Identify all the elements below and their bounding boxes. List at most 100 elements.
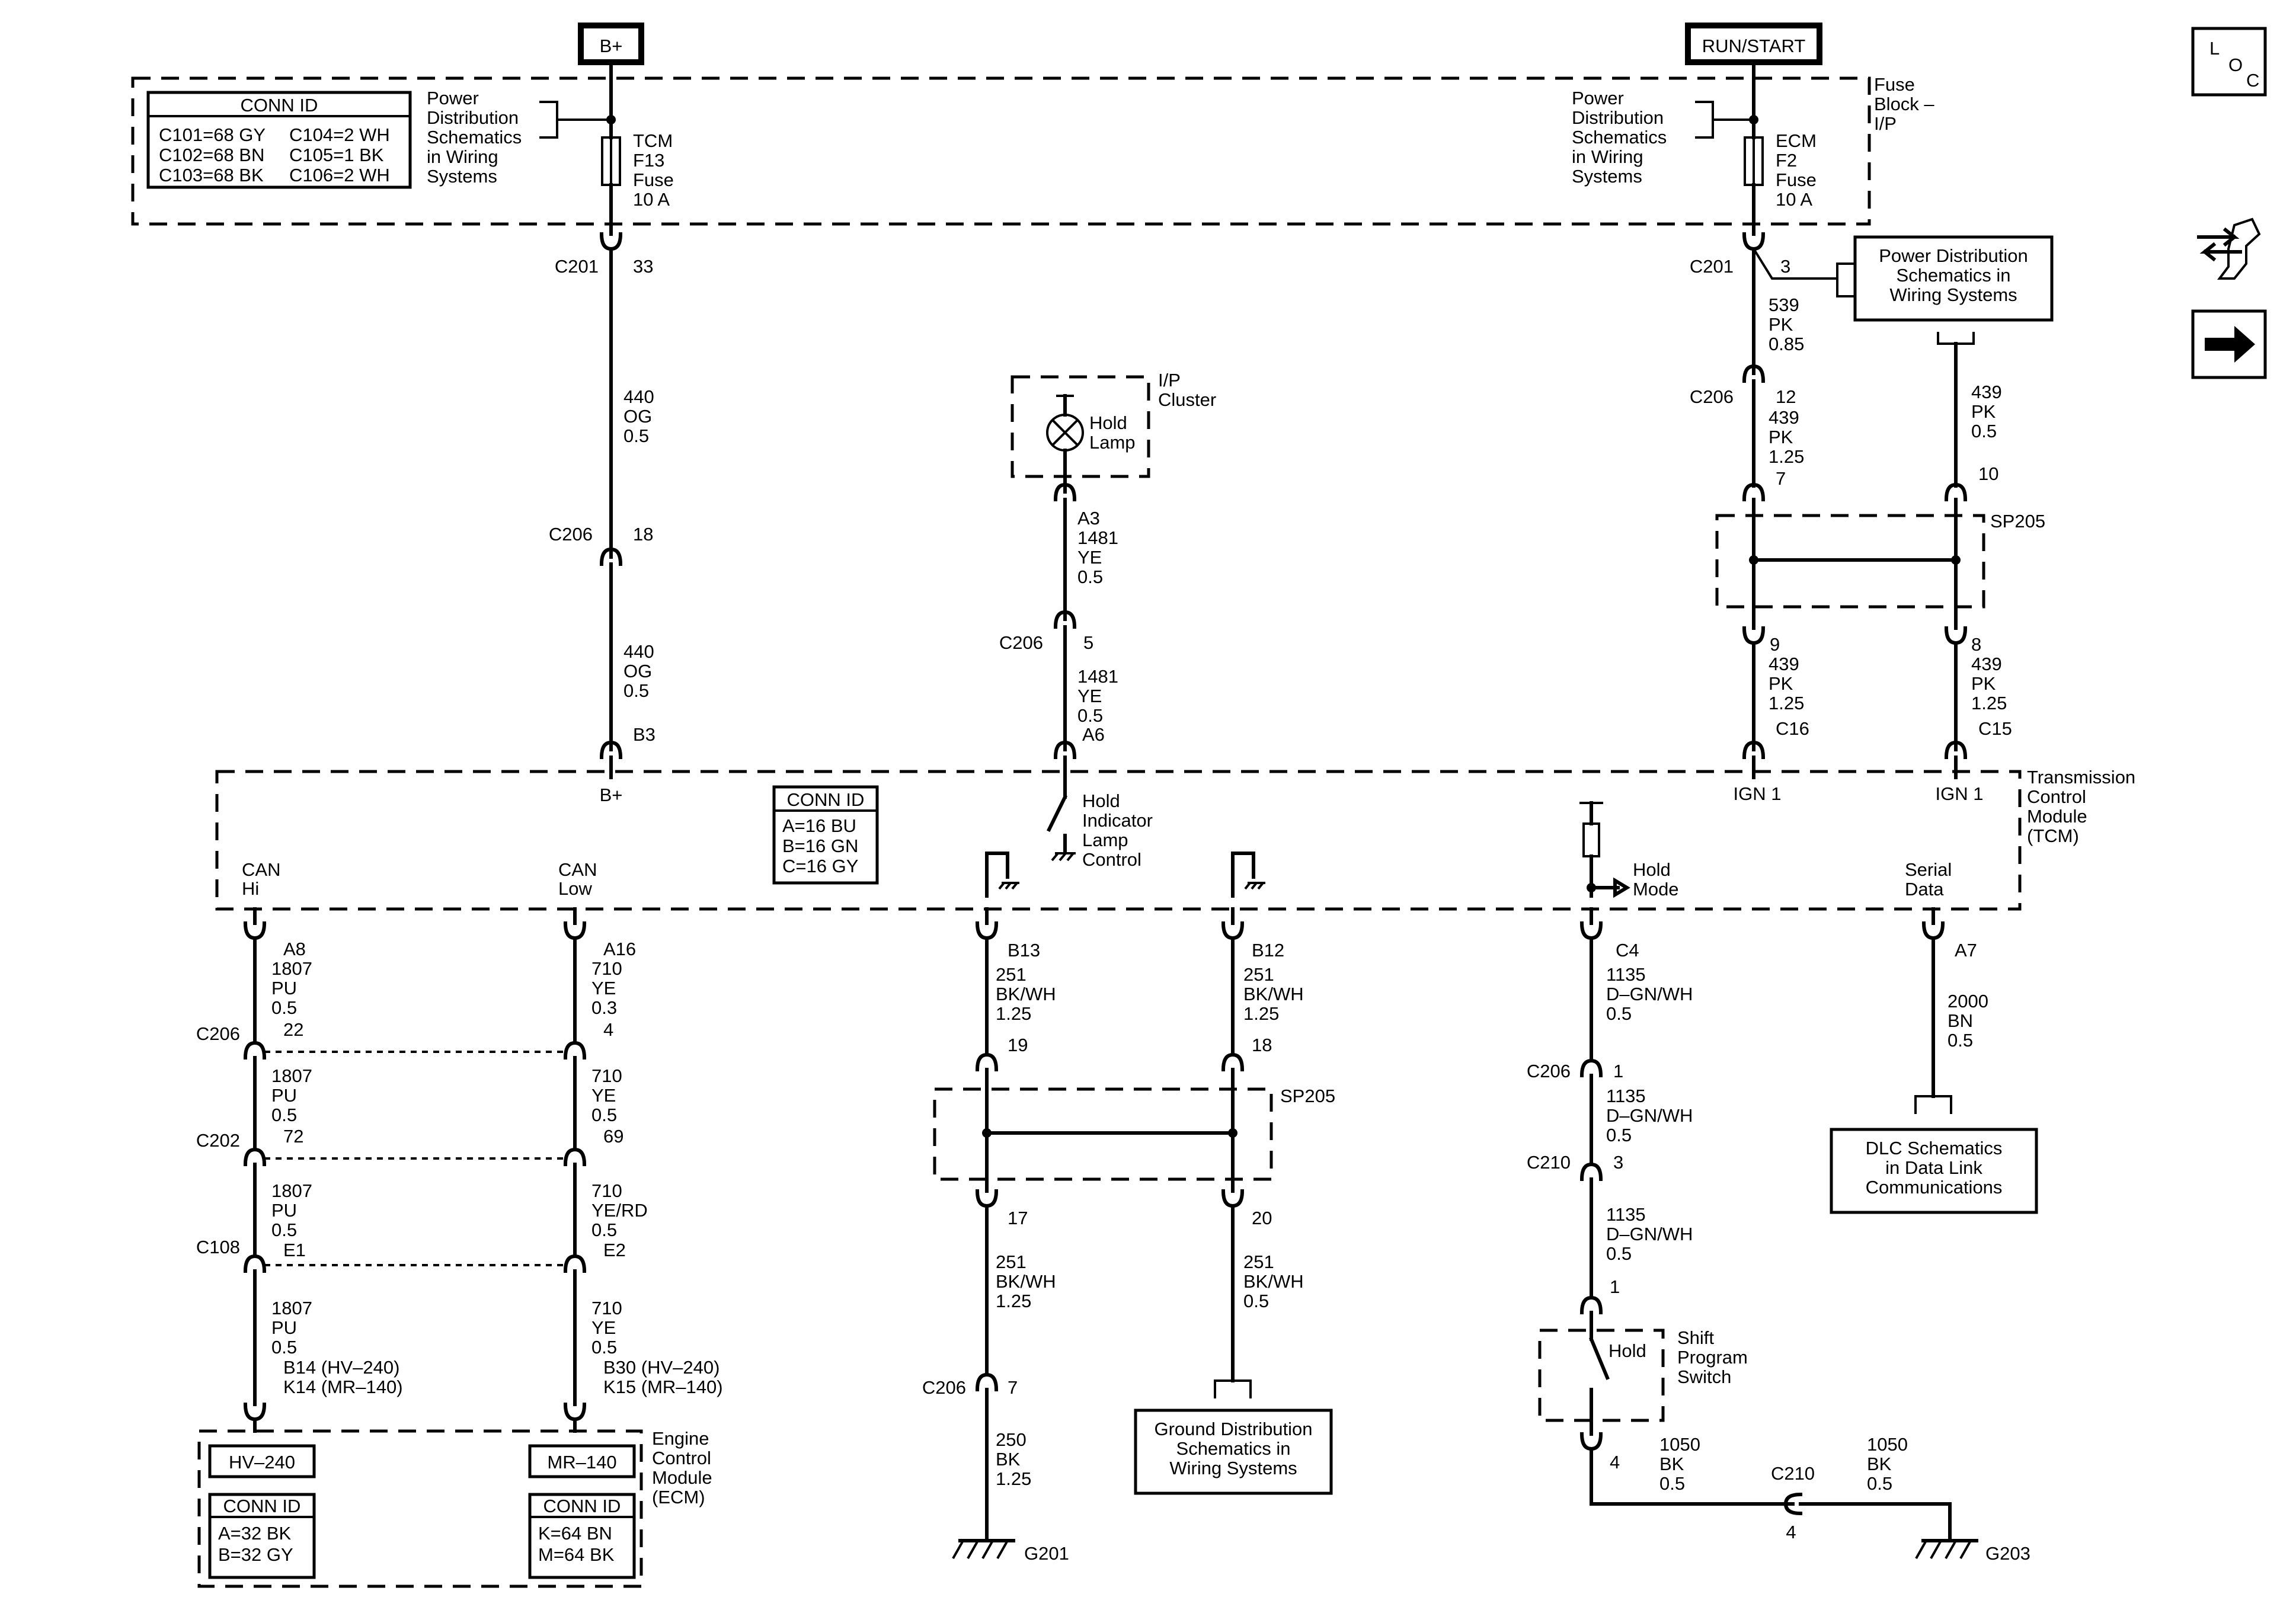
svg-text:17: 17 bbox=[1008, 1208, 1028, 1228]
svg-text:0.5: 0.5 bbox=[1971, 421, 1997, 441]
svg-text:PU: PU bbox=[271, 978, 297, 998]
svg-text:C202: C202 bbox=[196, 1130, 240, 1151]
svg-text:10: 10 bbox=[1978, 463, 1998, 484]
svg-text:YE: YE bbox=[1077, 547, 1102, 568]
svg-text:C4: C4 bbox=[1616, 940, 1639, 961]
svg-text:in Wiring: in Wiring bbox=[1572, 146, 1643, 167]
svg-text:C104=2 WH: C104=2 WH bbox=[289, 124, 390, 145]
svg-text:251: 251 bbox=[996, 1251, 1027, 1272]
svg-text:440: 440 bbox=[623, 386, 654, 407]
svg-text:A3: A3 bbox=[1077, 508, 1100, 529]
svg-text:5: 5 bbox=[1083, 632, 1093, 653]
svg-text:0.5: 0.5 bbox=[271, 1337, 297, 1358]
svg-text:in Wiring: in Wiring bbox=[427, 146, 498, 167]
svg-text:7: 7 bbox=[1008, 1377, 1018, 1398]
gd-box[interactable]: Ground Distribution Schematics in Wiring… bbox=[1134, 1409, 1333, 1495]
svg-text:C210: C210 bbox=[1771, 1463, 1815, 1484]
svg-text:PK: PK bbox=[1769, 427, 1793, 447]
svg-text:Control: Control bbox=[652, 1448, 711, 1468]
svg-text:D–GN/WH: D–GN/WH bbox=[1606, 1224, 1693, 1244]
svg-text:Module: Module bbox=[2027, 806, 2087, 827]
svg-text:1.25: 1.25 bbox=[996, 1003, 1031, 1024]
svg-text:1807: 1807 bbox=[271, 958, 312, 979]
svg-text:0.85: 0.85 bbox=[1769, 334, 1804, 354]
svg-text:1: 1 bbox=[1613, 1061, 1623, 1081]
pd-box[interactable]: Power Distribution Schematics in Wiring … bbox=[1853, 235, 2054, 322]
bplus-circuit: C201 33 440 OG 0.5 C206 18 440 OG 0.5 B3… bbox=[549, 232, 655, 805]
svg-text:OG: OG bbox=[623, 406, 652, 427]
svg-text:E1: E1 bbox=[283, 1240, 306, 1260]
svg-text:250: 250 bbox=[996, 1429, 1027, 1450]
svg-text:1135: 1135 bbox=[1606, 964, 1646, 985]
svg-text:B=16 GN: B=16 GN bbox=[782, 836, 858, 856]
svg-text:B+: B+ bbox=[600, 785, 623, 805]
svg-text:O: O bbox=[2228, 55, 2243, 75]
svg-text:A=32 BK: A=32 BK bbox=[218, 1523, 292, 1544]
svg-text:1.25: 1.25 bbox=[1769, 693, 1804, 713]
svg-text:C206: C206 bbox=[999, 632, 1043, 653]
svg-text:C206: C206 bbox=[1527, 1061, 1571, 1081]
svg-text:1050: 1050 bbox=[1659, 1434, 1700, 1455]
serial-data-circuit: A7 2000 BN 0.5 bbox=[1914, 907, 1988, 1114]
svg-text:7: 7 bbox=[1776, 468, 1786, 489]
svg-text:1050: 1050 bbox=[1867, 1434, 1908, 1455]
svg-text:2000: 2000 bbox=[1948, 991, 1988, 1012]
hold-switch-circuit: C4 1135 D–GN/WH 0.5 C206 1 1135 D–GN/WH … bbox=[1527, 907, 1693, 1315]
svg-text:Distribution: Distribution bbox=[427, 107, 519, 128]
svg-text:C15: C15 bbox=[1978, 718, 2012, 739]
svg-text:OG: OG bbox=[623, 661, 652, 681]
ecm-mr140: MR–140 CONN ID K=64 BN M=64 BK bbox=[528, 1444, 636, 1579]
svg-text:in Data Link: in Data Link bbox=[1885, 1157, 1982, 1178]
svg-text:710: 710 bbox=[591, 1298, 622, 1318]
svg-text:K15 (MR–140): K15 (MR–140) bbox=[603, 1377, 723, 1397]
svg-text:CONN ID: CONN ID bbox=[543, 1496, 621, 1516]
svg-text:PU: PU bbox=[271, 1200, 297, 1221]
svg-text:YE: YE bbox=[1077, 686, 1102, 706]
svg-text:33: 33 bbox=[633, 256, 653, 277]
wrench-arrows-icon[interactable] bbox=[2197, 217, 2261, 280]
svg-text:1.25: 1.25 bbox=[1769, 446, 1804, 467]
ip-cluster: I/P Cluster bbox=[1011, 370, 1216, 478]
svg-text:1: 1 bbox=[1610, 1276, 1620, 1297]
svg-text:0.5: 0.5 bbox=[623, 425, 649, 446]
loc-icon[interactable]: L O C bbox=[2191, 27, 2267, 97]
svg-text:251: 251 bbox=[996, 964, 1027, 985]
svg-text:(TCM): (TCM) bbox=[2027, 825, 2079, 846]
svg-text:PK: PK bbox=[1769, 673, 1793, 694]
svg-text:4: 4 bbox=[603, 1019, 613, 1040]
svg-text:439: 439 bbox=[1971, 654, 2002, 674]
ground-b13: B13 251 BK/WH 1.25 19 bbox=[975, 907, 1056, 1193]
svg-text:Systems: Systems bbox=[427, 166, 497, 187]
svg-text:0.5: 0.5 bbox=[1948, 1030, 1973, 1051]
svg-text:A6: A6 bbox=[1082, 724, 1105, 745]
can-low-wire: A16 710 YE 0.3 4 710 YE 0.5 69 710 YE/RD… bbox=[563, 907, 723, 1433]
svg-text:Fuse: Fuse bbox=[633, 169, 674, 190]
tcm-module: Transmission Control Module (TCM) bbox=[215, 767, 2135, 911]
next-arrow-icon[interactable] bbox=[2191, 309, 2267, 379]
svg-text:12: 12 bbox=[1776, 386, 1796, 407]
ign1-right: 8 439 PK 1.25 C15 IGN 1 bbox=[1936, 626, 2012, 804]
svg-text:BK: BK bbox=[996, 1449, 1021, 1470]
svg-text:C103=68 BK: C103=68 BK bbox=[159, 165, 264, 185]
svg-text:CONN ID: CONN ID bbox=[241, 95, 318, 116]
svg-text:CONN ID: CONN ID bbox=[223, 1496, 301, 1516]
dlc-box[interactable]: DLC Schematics in Data Link Communicatio… bbox=[1830, 1128, 2038, 1214]
tcm-internal-ground-b13 bbox=[985, 852, 1019, 898]
pd-schematics-left: Power Distribution Schematics in Wiring … bbox=[427, 88, 611, 187]
svg-text:A=16 BU: A=16 BU bbox=[782, 815, 856, 836]
svg-text:3: 3 bbox=[1613, 1152, 1623, 1173]
g203-ground-icon: G203 bbox=[1915, 1539, 2030, 1564]
svg-text:20: 20 bbox=[1252, 1208, 1272, 1228]
svg-text:Fuse: Fuse bbox=[1776, 169, 1817, 190]
svg-text:3: 3 bbox=[1780, 256, 1790, 277]
svg-text:C206: C206 bbox=[196, 1023, 240, 1044]
svg-text:69: 69 bbox=[603, 1126, 623, 1147]
svg-text:TCM: TCM bbox=[633, 130, 673, 151]
svg-text:IGN 1: IGN 1 bbox=[1936, 783, 1984, 804]
svg-text:10 A: 10 A bbox=[1776, 189, 1812, 210]
svg-text:8: 8 bbox=[1971, 634, 1981, 655]
svg-text:F2: F2 bbox=[1776, 150, 1797, 171]
svg-text:0.5: 0.5 bbox=[591, 1219, 617, 1240]
svg-text:DLC Schematics: DLC Schematics bbox=[1866, 1138, 2003, 1158]
svg-text:0.5: 0.5 bbox=[1606, 1243, 1632, 1264]
